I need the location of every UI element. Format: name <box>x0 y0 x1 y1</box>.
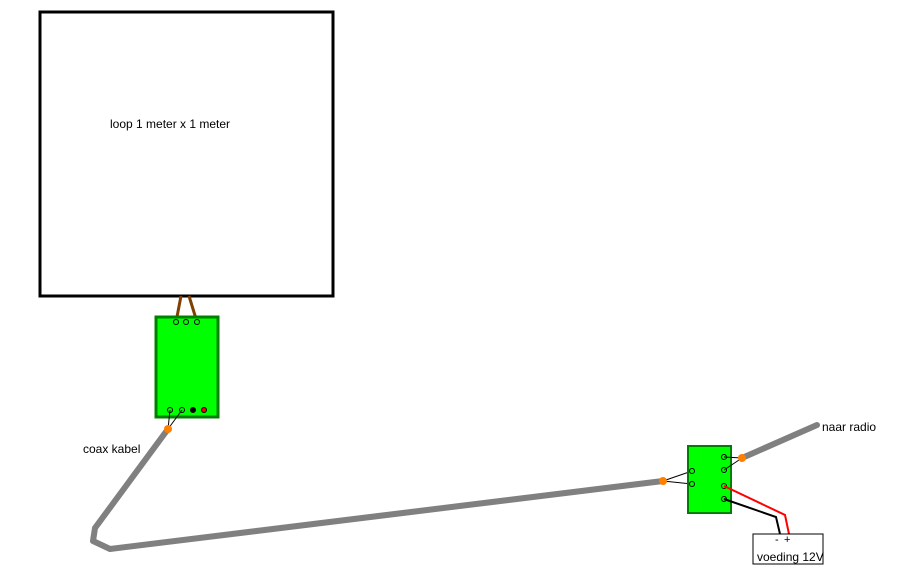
coax-cable <box>90 427 664 552</box>
coax-connector-top <box>164 425 172 433</box>
radio-label: naar radio <box>822 420 876 434</box>
negative-wire <box>723 498 781 535</box>
positive-wire <box>723 485 790 535</box>
amplifier-board <box>154 315 220 419</box>
power-label: voeding 12V <box>757 550 824 564</box>
radio-connector <box>738 454 746 462</box>
loop-label: loop 1 meter x 1 meter <box>110 117 230 131</box>
bias-tee-board <box>687 445 732 514</box>
radio-coax <box>739 422 820 461</box>
coax-connector-bottom <box>659 477 667 485</box>
coax-label: coax kabel <box>83 442 140 456</box>
plus-label: + <box>784 534 790 546</box>
minus-label: - <box>775 534 779 546</box>
loop-antenna <box>38 10 335 298</box>
power-supply <box>752 533 824 565</box>
